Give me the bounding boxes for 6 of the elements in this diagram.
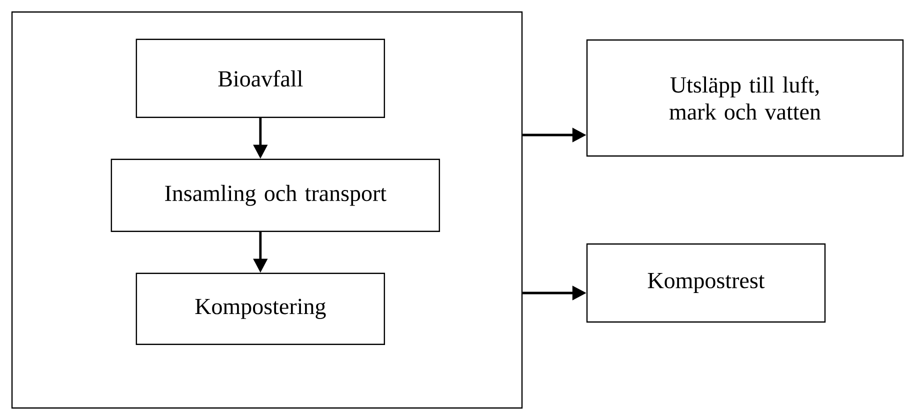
process-box: Kompostrest — [586, 243, 826, 323]
process-box: Insamling och transport — [110, 158, 440, 232]
enclosing-box — [11, 11, 523, 409]
process-box: Utsläpp till luft, mark och vatten — [586, 39, 904, 157]
process-box: Bioavfall — [136, 38, 385, 118]
process-box: Kompostering — [136, 272, 385, 345]
